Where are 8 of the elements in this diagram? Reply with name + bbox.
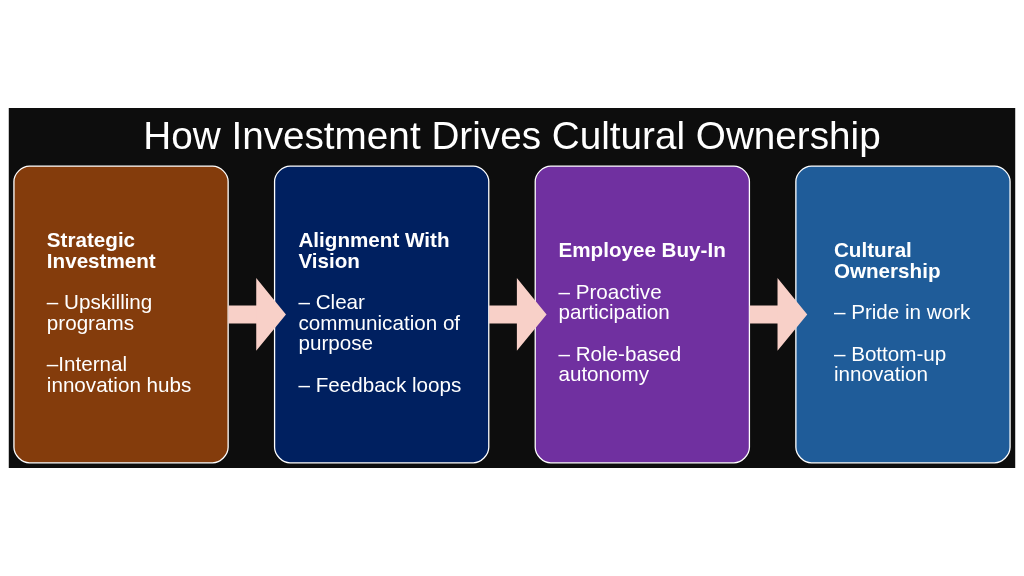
arrow xyxy=(228,278,286,351)
node-box: Cultural Ownership – Pride in work – Bottom-up innovation xyxy=(795,165,1011,464)
node-box: Employee Buy-In – Proactive participation – Role-based autonomy xyxy=(534,165,751,464)
arrow xyxy=(749,278,808,351)
arrow xyxy=(489,278,547,351)
diagram-title: How Investment Drives Cultural Ownership xyxy=(143,114,881,158)
node-box: Alignment With Vision – Clear communication of purpose – Feedback loops xyxy=(273,165,490,464)
node-box: Strategic Investment – Upskilling programs –Internal innovation hubs xyxy=(13,165,229,464)
